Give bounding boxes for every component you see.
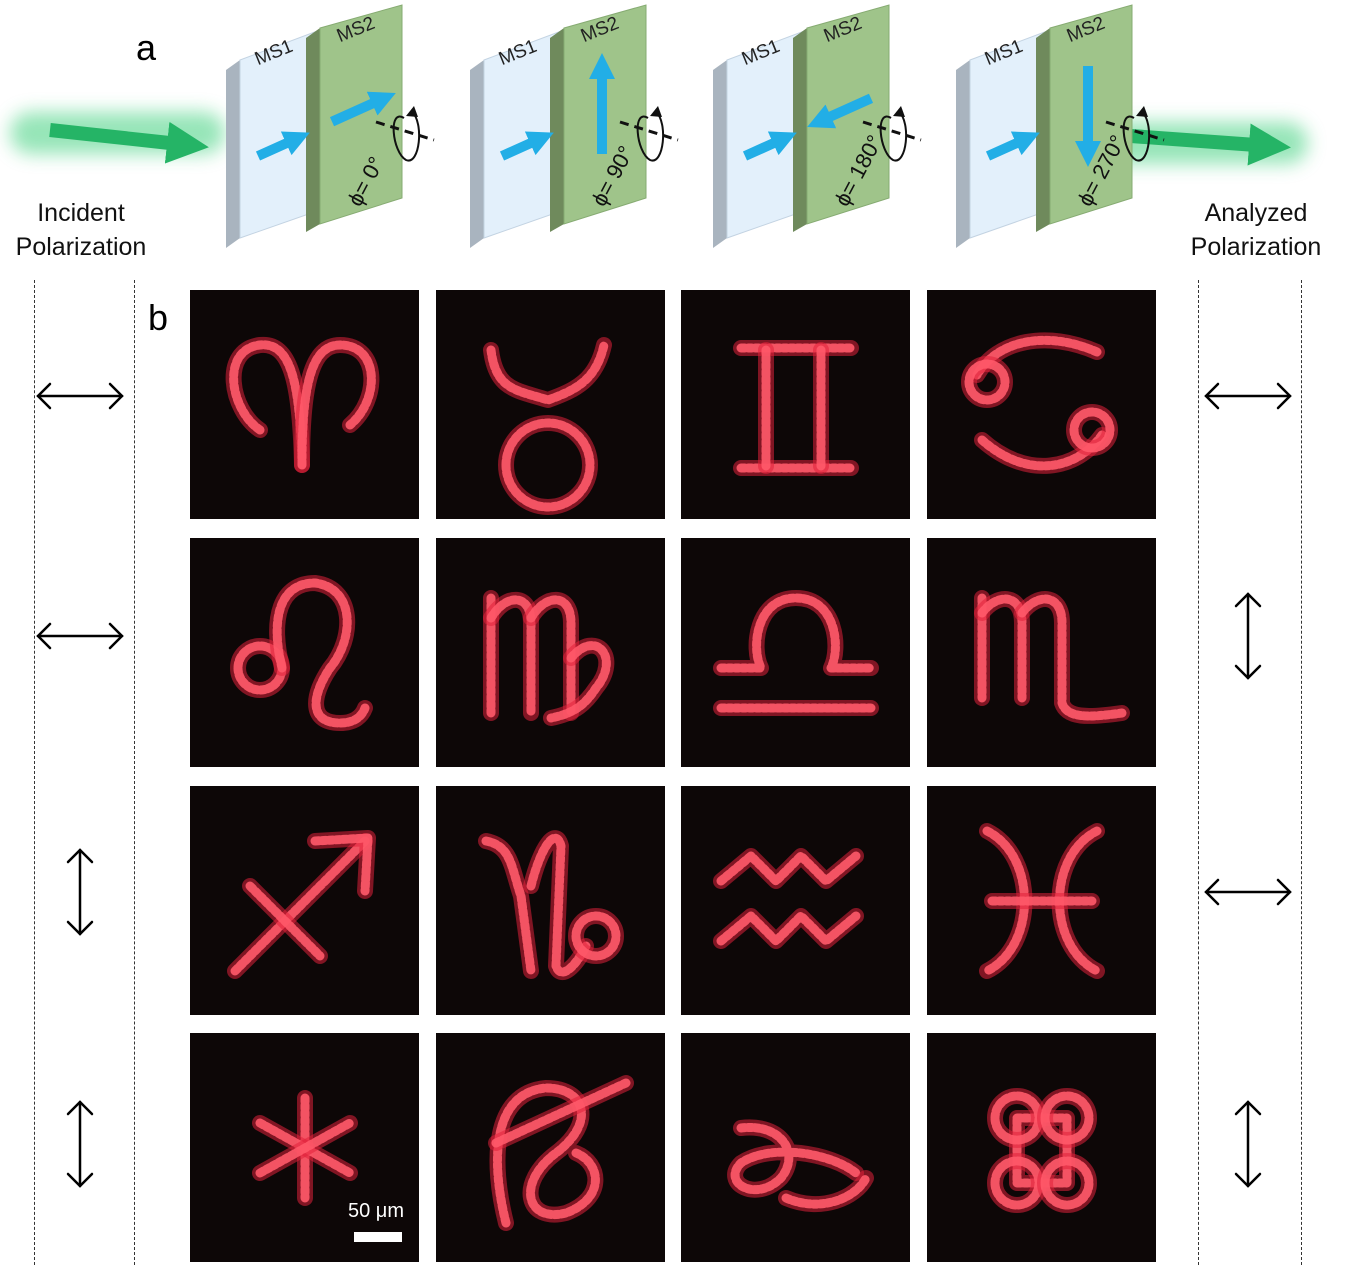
hologram-tile-loop	[436, 1033, 665, 1262]
rotation-axis	[619, 120, 679, 142]
rotation-arrowhead	[650, 106, 662, 117]
hologram-tile-virgo	[436, 538, 665, 767]
panel-a-label: a	[136, 27, 157, 68]
ms1-polarization-arrow	[742, 131, 797, 161]
hologram-tile-star	[190, 1033, 419, 1262]
hologram-tile-scorpio	[927, 538, 1156, 767]
rotation-axis	[862, 120, 922, 142]
rotation-axis	[1105, 120, 1165, 142]
incident-polarization-horizontal-arrow	[36, 622, 124, 650]
analyzed-label-line1: Analyzed	[1204, 199, 1308, 227]
rotation-arrowhead	[406, 106, 418, 117]
incident-right-guide	[134, 280, 135, 1265]
hologram-tile-command	[927, 1033, 1156, 1262]
scale-bar	[354, 1232, 402, 1242]
command-symbol	[987, 1088, 1097, 1213]
aquarius-symbol	[713, 848, 864, 949]
scale-bar-label: 50 μm	[348, 1200, 404, 1222]
ms1-plate-edge	[226, 60, 240, 248]
swirl-symbol	[727, 1119, 874, 1213]
ms1-polarization-arrow	[985, 131, 1040, 161]
analyzed-label-line2: Polarization	[1190, 233, 1322, 261]
hologram-tile-gemini	[681, 290, 910, 519]
star-symbol	[252, 1090, 358, 1206]
libra-symbol	[713, 590, 879, 716]
rotation-arrow	[392, 111, 421, 162]
hologram-tile-aquarius	[681, 786, 910, 1015]
rotation-axis	[375, 120, 435, 142]
incident-polarization-horizontal-arrow	[36, 382, 124, 410]
hologram-tile-swirl	[681, 1033, 910, 1262]
incident-polarization-label: Incident Polarization	[0, 196, 162, 264]
analyzed-polarization-label: Analyzed Polarization	[1166, 196, 1346, 264]
rotation-arrowhead	[1136, 106, 1148, 117]
taurus-symbol	[483, 337, 612, 515]
aries-symbol	[225, 336, 380, 473]
ms2-plate-edge	[793, 28, 807, 232]
hologram-tile-leo	[190, 538, 419, 767]
incident-beam	[10, 112, 225, 164]
panel-b-label: b	[148, 297, 169, 338]
analyzed-polarization-horizontal-arrow	[1204, 878, 1292, 906]
scorpio-symbol	[974, 590, 1130, 724]
gemini-symbol	[733, 340, 859, 476]
hologram-tile-sagittarius	[190, 786, 419, 1015]
ms2-plate-edge	[1036, 28, 1050, 232]
ms1-polarization-arrow	[255, 131, 310, 161]
hologram-tile-cancer	[927, 290, 1156, 519]
cancer-symbol	[961, 332, 1118, 474]
analyzed-right-guide	[1301, 280, 1302, 1265]
hologram-tile-taurus	[436, 290, 665, 519]
ms2-plate	[806, 4, 890, 225]
sagittarius-symbol	[227, 830, 376, 979]
incident-polarization-vertical-arrow	[66, 848, 94, 936]
analyzed-polarization-vertical-arrow	[1234, 592, 1262, 680]
rotation-arrowhead	[893, 106, 905, 117]
rotation-arrow	[879, 111, 908, 162]
ms2-plate-edge	[306, 28, 320, 232]
rotation-arrow	[1122, 111, 1151, 162]
analyzed-polarization-horizontal-arrow	[1204, 382, 1292, 410]
capricorn-symbol	[478, 830, 624, 981]
hologram-tile-aries	[190, 290, 419, 519]
ms2-polarization-arrow	[329, 91, 396, 127]
ms2-plate	[319, 4, 403, 225]
loop-symbol	[488, 1075, 634, 1231]
hologram-tile-pisces	[927, 786, 1156, 1015]
rotation-arrow	[636, 111, 665, 162]
ms2-plate-edge	[550, 28, 564, 232]
incident-label-line1: Incident	[37, 199, 125, 227]
ms1-polarization-arrow	[499, 131, 554, 161]
analyzed-left-guide	[1198, 280, 1199, 1265]
virgo-symbol	[483, 590, 615, 726]
pisces-symbol	[979, 823, 1105, 979]
hologram-tile-capricorn	[436, 786, 665, 1015]
analyzed-polarization-vertical-arrow	[1234, 1100, 1262, 1188]
ms1-plate-edge	[713, 60, 727, 248]
incident-polarization-vertical-arrow	[66, 1100, 94, 1188]
incident-left-guide	[34, 280, 35, 1265]
ms1-plate-edge	[956, 60, 970, 248]
leo-symbol	[230, 575, 373, 731]
hologram-tile-libra	[681, 538, 910, 767]
ms2-polarization-arrow	[807, 93, 874, 129]
incident-label-line2: Polarization	[15, 233, 147, 261]
ms1-plate-edge	[470, 60, 484, 248]
